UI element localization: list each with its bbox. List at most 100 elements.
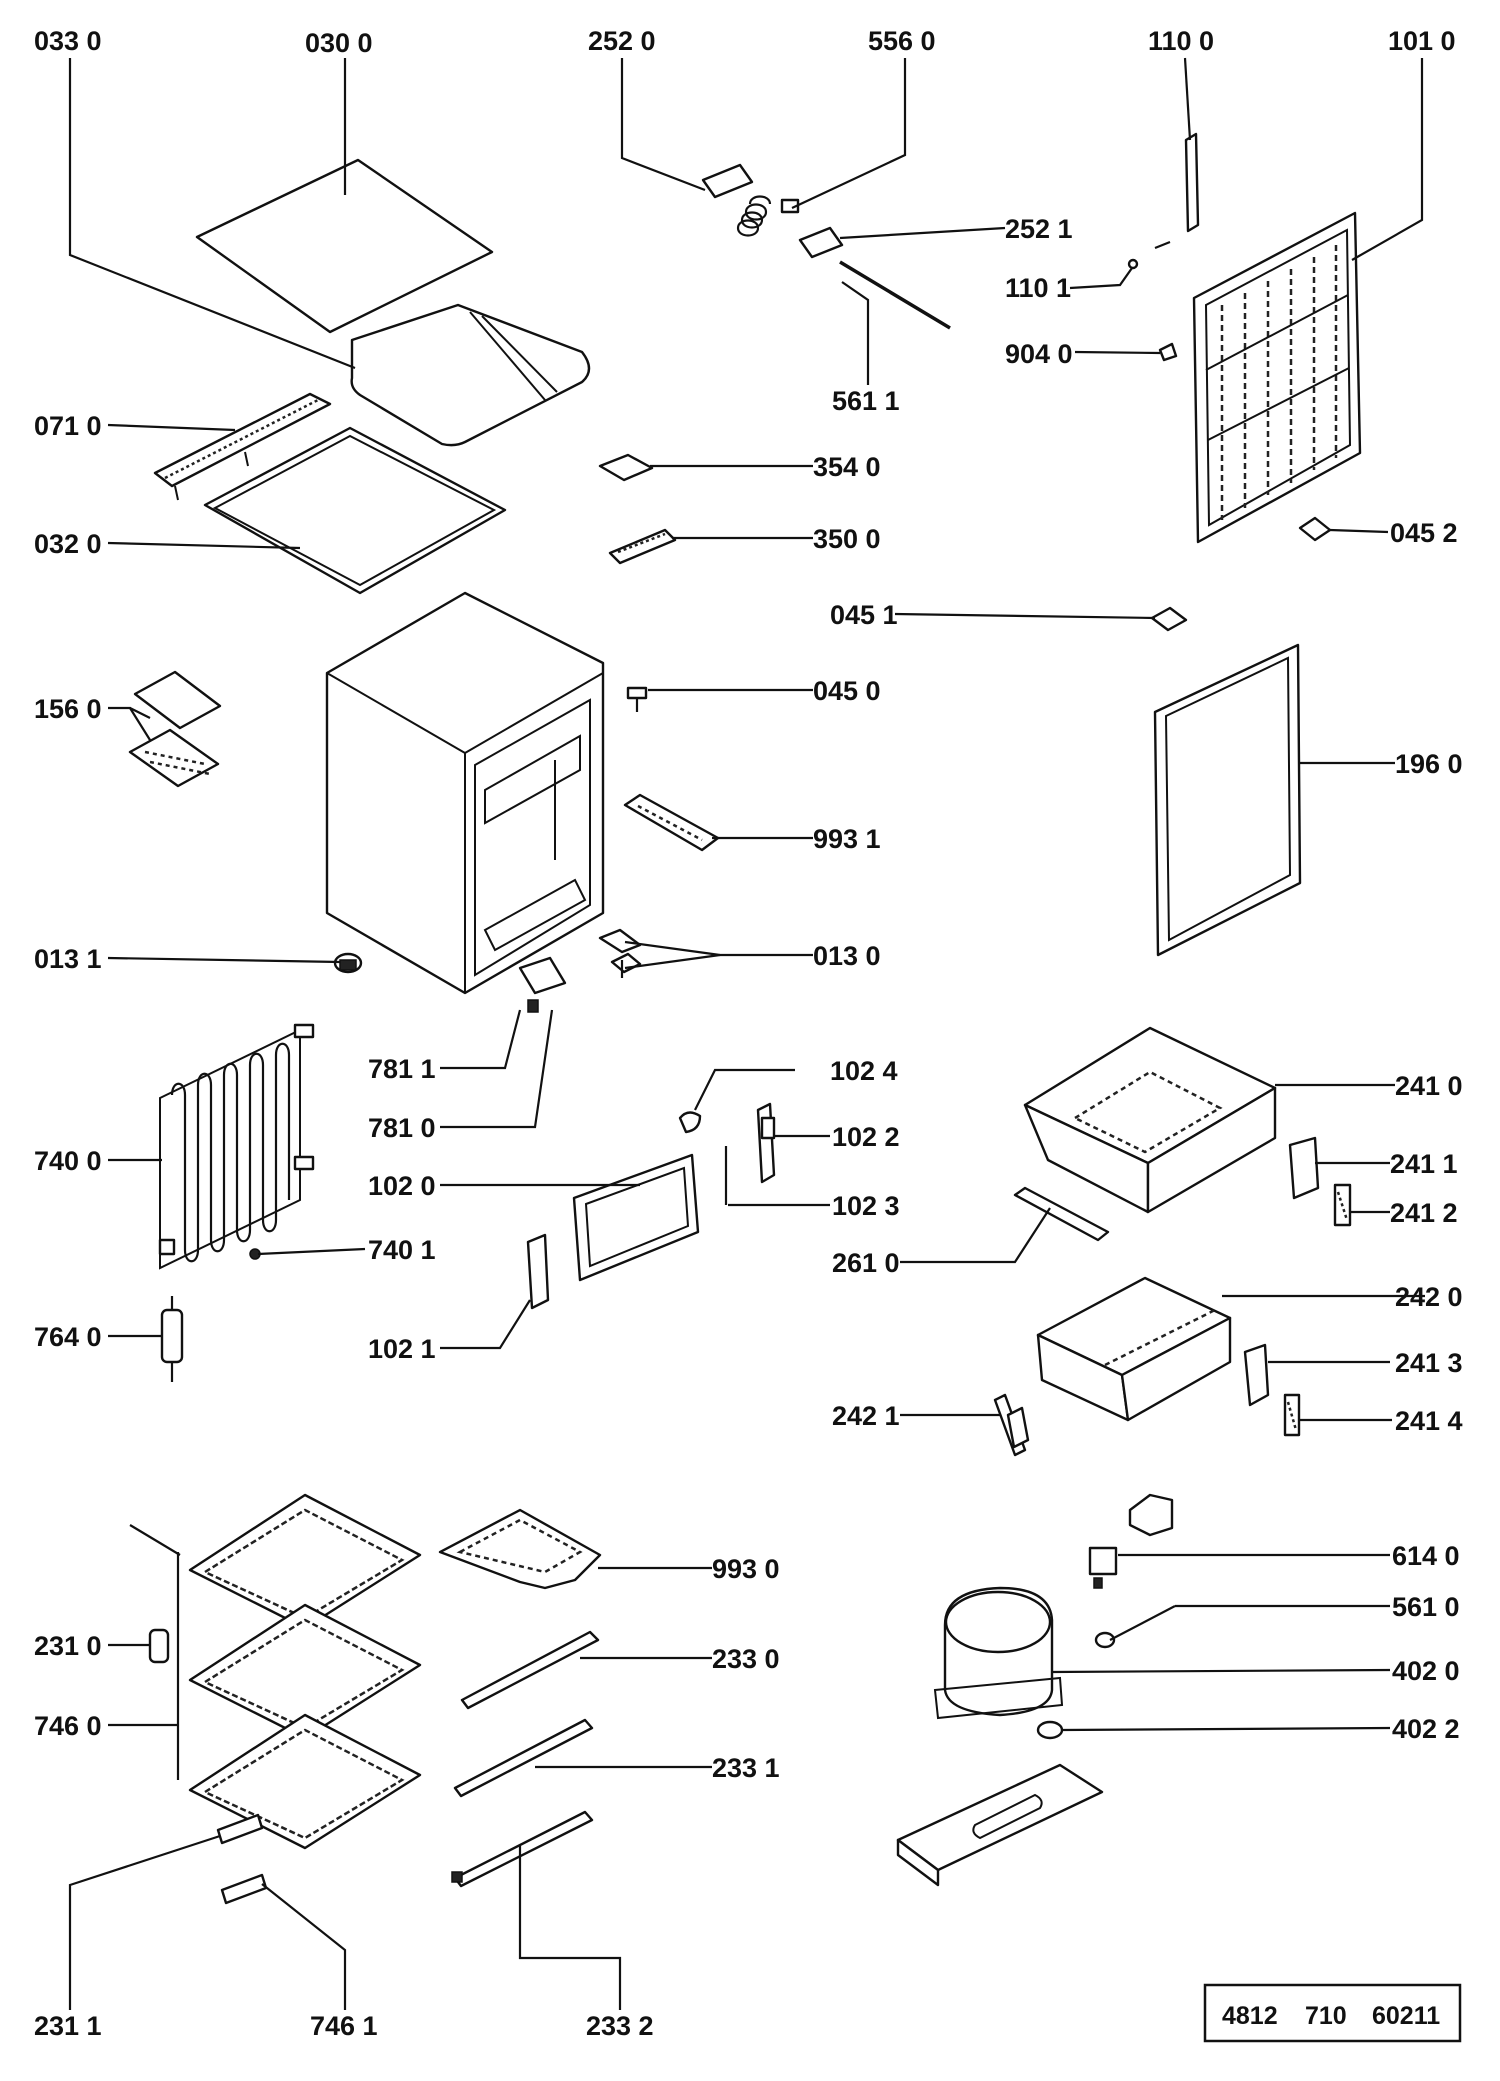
label-2413: 241 3 <box>1395 1348 1463 1378</box>
part-5610-clip <box>1094 1631 1116 1649</box>
label-2330: 233 0 <box>712 1644 780 1674</box>
label-1101: 110 1 <box>1005 273 1071 303</box>
part-0452-bracket <box>1298 516 1332 542</box>
doc-number-part3: 60211 <box>1372 2002 1440 2030</box>
label-0452: 045 2 <box>1390 518 1458 548</box>
part-6140-relay <box>1088 1493 1174 1589</box>
part-2421-hinge <box>993 1393 1030 1457</box>
part-9930-shelf <box>438 1508 602 1590</box>
part-base-plate <box>896 1763 1104 1887</box>
label-0451: 045 1 <box>830 600 898 630</box>
part-3500-rail <box>608 528 677 565</box>
document-number-box: 4812 710 60211 <box>1203 1983 1462 2043</box>
label-2310: 231 0 <box>34 1631 102 1661</box>
label-0330: 033 0 <box>34 26 102 56</box>
label-2332: 233 2 <box>586 2011 654 2041</box>
part-1560-ice-tray <box>128 670 222 788</box>
label-0130: 013 0 <box>813 941 881 971</box>
part-1022-holder <box>756 1102 776 1184</box>
part-2411-clip <box>1288 1136 1320 1200</box>
part-4020-compressor <box>933 1586 1064 1720</box>
part-1020-light-panel <box>572 1153 700 1282</box>
part-2413-clip <box>1243 1343 1270 1407</box>
label-5610: 561 0 <box>1392 1592 1460 1622</box>
part-0450-screw <box>626 686 648 712</box>
part-2410-drawer <box>1023 1026 1277 1214</box>
part-7460-wire-shelves <box>129 1493 422 1850</box>
part-0300-top-panel <box>195 158 494 334</box>
doc-number-part1: 4812 <box>1222 2002 1278 2030</box>
part-0710-vent-grille <box>153 392 332 501</box>
part-2414-knob <box>1283 1393 1301 1437</box>
part-5611-rod <box>839 260 951 330</box>
part-1021-switch <box>526 1233 550 1310</box>
label-0320: 032 0 <box>34 529 102 559</box>
part-2330-bar <box>460 1630 600 1710</box>
part-4022-grommet <box>1036 1720 1064 1740</box>
part-7461-clip <box>220 1873 268 1905</box>
part-2311-clip <box>216 1813 264 1845</box>
part-9040-plug <box>1158 342 1178 362</box>
label-7460: 746 0 <box>34 1711 102 1741</box>
part-7400-condenser <box>158 1023 315 1270</box>
part-9931-shelf-support <box>623 793 720 852</box>
label-2520: 252 0 <box>588 26 656 56</box>
label-6140: 614 0 <box>1392 1541 1460 1571</box>
label-2521: 252 1 <box>1005 214 1073 244</box>
part-2331-bar <box>453 1718 594 1798</box>
part-2412-knob <box>1333 1183 1352 1227</box>
part-1960-gasket <box>1153 643 1302 957</box>
part-2520-cover <box>701 163 754 199</box>
part-2521-cover <box>798 226 844 259</box>
part-labels: 033 0 030 0 252 0 556 0 110 0 101 0 252 … <box>34 26 1463 2041</box>
label-2311: 231 1 <box>34 2011 102 2041</box>
label-1023: 102 3 <box>832 1191 900 1221</box>
part-7640-drier <box>160 1296 184 1382</box>
part-0320-frame <box>203 426 507 595</box>
part-5560-spring <box>736 195 800 237</box>
label-2410: 241 0 <box>1395 1071 1463 1101</box>
leader-lines <box>68 57 1425 2010</box>
label-0710: 071 0 <box>34 411 102 441</box>
part-7810-thermostat <box>518 956 567 1013</box>
label-2610: 261 0 <box>832 1248 900 1278</box>
label-1560: 156 0 <box>34 694 102 724</box>
label-0300: 030 0 <box>305 28 373 58</box>
label-2411: 241 1 <box>1390 1149 1458 1179</box>
label-1022: 102 2 <box>832 1122 900 1152</box>
label-9040: 904 0 <box>1005 339 1073 369</box>
part-2610-strip <box>1013 1186 1110 1242</box>
part-1101-screw <box>1127 240 1171 270</box>
label-0131: 013 1 <box>34 944 102 974</box>
label-1021: 102 1 <box>368 1334 436 1364</box>
label-3500: 350 0 <box>813 524 881 554</box>
label-2412: 241 2 <box>1390 1198 1458 1228</box>
label-2421: 242 1 <box>832 1401 900 1431</box>
label-4020: 402 0 <box>1392 1656 1460 1686</box>
label-1960: 196 0 <box>1395 749 1463 779</box>
label-2331: 233 1 <box>712 1753 780 1783</box>
label-9931: 993 1 <box>813 824 881 854</box>
part-0130-feet <box>598 928 642 978</box>
part-0330-worktop <box>350 303 591 447</box>
label-7640: 764 0 <box>34 1322 102 1352</box>
label-0450: 045 0 <box>813 676 881 706</box>
label-5560: 556 0 <box>868 26 936 56</box>
label-1024: 102 4 <box>830 1056 898 1086</box>
doc-number-part2: 710 <box>1305 2002 1347 2030</box>
label-9930: 993 0 <box>712 1554 780 1584</box>
part-3540-bracket <box>598 453 654 482</box>
label-2414: 241 4 <box>1395 1406 1463 1436</box>
part-1024-lamp <box>678 1111 702 1134</box>
label-5611: 561 1 <box>832 386 900 416</box>
label-4022: 402 2 <box>1392 1714 1460 1744</box>
label-7461: 746 1 <box>310 2011 378 2041</box>
label-7401: 740 1 <box>368 1235 436 1265</box>
label-7811: 781 1 <box>368 1054 436 1084</box>
label-1100: 110 0 <box>1148 26 1214 56</box>
part-1100-hinge <box>1184 132 1200 233</box>
label-1010: 101 0 <box>1388 26 1456 56</box>
part-1010-door-inner <box>1192 211 1362 544</box>
part-2332-bar <box>451 1810 594 1888</box>
